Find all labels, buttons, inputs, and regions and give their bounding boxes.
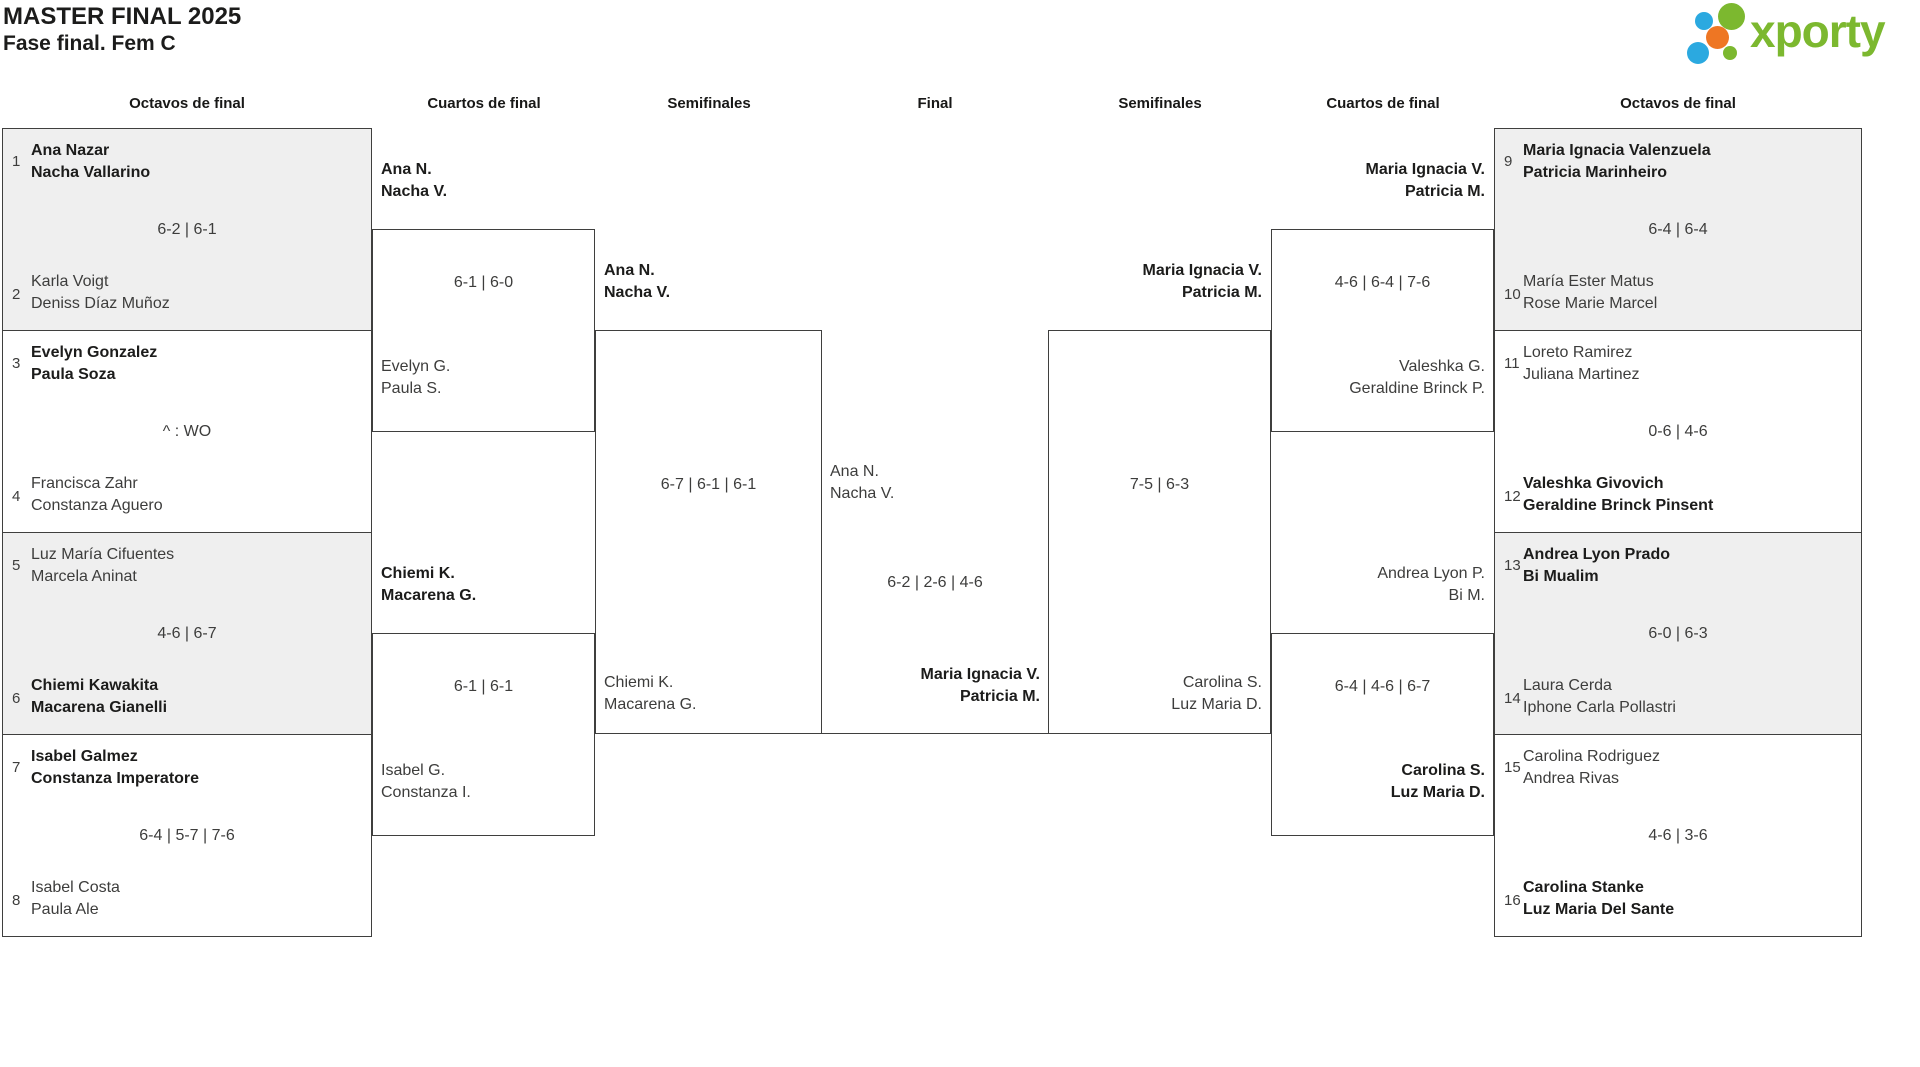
seed-number: 16 (1504, 892, 1521, 909)
seed-number: 7 (12, 759, 21, 776)
page-title: MASTER FINAL 2025 (3, 3, 242, 30)
advancing-team-label: Carolina S.Luz Maria D. (1390, 762, 1485, 801)
logo-dot-icon (1723, 46, 1737, 60)
column-header-final: Final (917, 95, 953, 112)
logo-dot-icon (1718, 3, 1745, 30)
advancing-team-label: Valeshka G.Geraldine Brinck P. (1349, 358, 1485, 397)
column-header-cuartos-right: Cuartos de final (1326, 95, 1440, 112)
match-score: 4-6 | 6-4 | 7-6 (1334, 274, 1431, 291)
column-header-octavos-right: Octavos de final (1620, 95, 1736, 112)
cuartos-left-match-1: Ana N.Nacha V. 6-1 | 6-0 Evelyn G.Paula … (372, 161, 595, 432)
match-score: 6-4 | 4-6 | 6-7 (1334, 678, 1431, 695)
logo-dot-icon (1706, 26, 1729, 49)
champion-team-label: Maria Ignacia V.Patricia M. (920, 666, 1040, 705)
match-score: ^ : WO (162, 423, 212, 440)
cuartos-right-match-2: Andrea Lyon P.Bi M. 6-4 | 4-6 | 6-7 Caro… (1271, 565, 1494, 836)
match-score: 0-6 | 4-6 (1648, 423, 1708, 440)
seed-number: 3 (12, 355, 21, 372)
xporty-logo-text: xporty (1750, 5, 1886, 57)
semifinal-left-match: Ana N.Nacha V. 6-7 | 6-1 | 6-1 Chiemi K.… (595, 262, 822, 734)
match-score: 7-5 | 6-3 (1129, 476, 1190, 493)
semifinal-right-match: Maria Ignacia V.Patricia M. 7-5 | 6-3 Ca… (1048, 262, 1271, 734)
seed-number: 4 (12, 488, 21, 505)
seed-number: 1 (12, 153, 21, 170)
advancing-team-label: Maria Ignacia V.Patricia M. (1142, 262, 1262, 301)
match-score: 6-7 | 6-1 | 6-1 (660, 476, 757, 493)
advancing-team-label: Chiemi K.Macarena G. (381, 565, 477, 604)
advancing-team-label: Andrea Lyon P.Bi M. (1377, 565, 1485, 604)
match-score: 4-6 | 6-7 (157, 625, 217, 642)
advancing-team-label: Chiemi K.Macarena G. (604, 674, 697, 713)
seed-number: 10 (1504, 286, 1521, 303)
cuartos-right-match-1: Maria Ignacia V.Patricia M. 4-6 | 6-4 | … (1271, 161, 1494, 432)
advancing-team-label: Carolina S.Luz Maria D. (1171, 674, 1262, 713)
advancing-team-label: Isabel G.Constanza I. (381, 762, 471, 801)
column-header-semis-left: Semifinales (667, 95, 751, 112)
logo-dot-icon (1687, 42, 1709, 64)
column-header-cuartos-left: Cuartos de final (427, 95, 541, 112)
xporty-logo[interactable]: xporty (1684, 0, 1914, 70)
seed-number: 12 (1504, 488, 1521, 505)
match-score: 6-2 | 6-1 (157, 221, 217, 238)
seed-number: 13 (1504, 557, 1521, 574)
cuartos-left-match-2: Chiemi K.Macarena G. 6-1 | 6-1 Isabel G.… (372, 565, 595, 836)
column-header-octavos-left: Octavos de final (129, 95, 245, 112)
advancing-team-label: Evelyn G.Paula S. (381, 358, 451, 397)
match-score: 6-1 | 6-1 (453, 678, 514, 695)
seed-number: 9 (1504, 153, 1513, 170)
page-subtitle: Fase final. Fem C (3, 32, 176, 55)
advancing-team-label: Maria Ignacia V.Patricia M. (1365, 161, 1485, 200)
column-header-semis-right: Semifinales (1118, 95, 1202, 112)
seed-number: 11 (1504, 355, 1520, 372)
logo-dot-icon (1695, 12, 1713, 30)
advancing-team-label: Ana N.Nacha V. (604, 262, 671, 301)
seed-number: 14 (1504, 690, 1521, 707)
seed-number: 8 (12, 892, 21, 909)
seed-number: 6 (12, 690, 21, 707)
finalist-team-label: Ana N.Nacha V. (830, 463, 895, 502)
seed-number: 15 (1504, 759, 1521, 776)
final-match: Ana N.Nacha V. 6-2 | 2-6 | 4-6 Maria Ign… (822, 330, 1048, 734)
seed-number: 5 (12, 557, 21, 574)
match-score: 6-1 | 6-0 (453, 274, 514, 291)
match-score: 6-4 | 6-4 (1648, 221, 1708, 238)
match-score: 6-2 | 2-6 | 4-6 (887, 574, 983, 591)
seed-number: 2 (12, 286, 21, 303)
match-score: 4-6 | 3-6 (1648, 827, 1708, 844)
match-score: 6-0 | 6-3 (1648, 625, 1708, 642)
advancing-team-label: Ana N.Nacha V. (381, 161, 448, 200)
match-score: 6-4 | 5-7 | 7-6 (139, 827, 235, 844)
